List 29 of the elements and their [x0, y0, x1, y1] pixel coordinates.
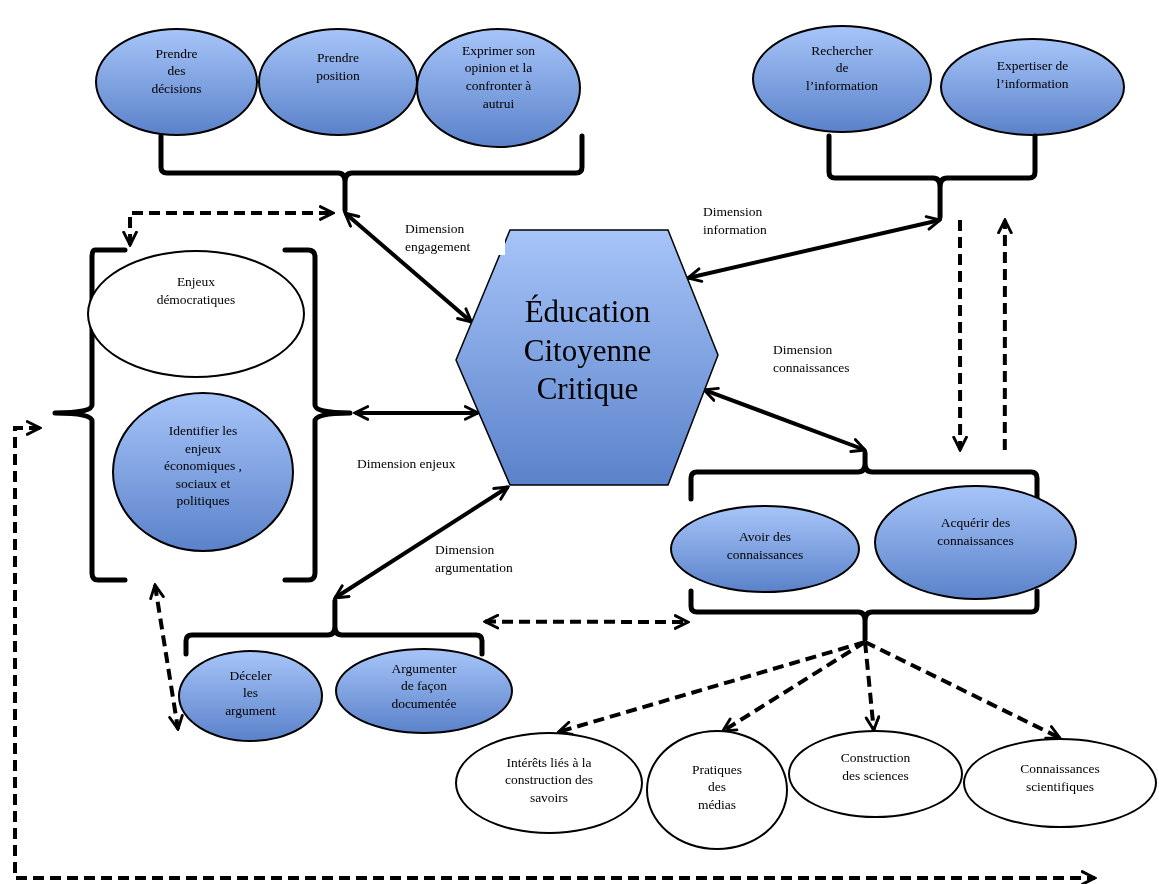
dashed-arrow	[13, 420, 1097, 884]
node-label: Connaissances scientifiques	[1019, 760, 1101, 796]
node-label: Expertiser de l’information	[995, 57, 1070, 93]
node-label: Construction des sciences	[839, 749, 912, 785]
dashed-arrow	[721, 640, 867, 733]
dashed-arrow	[863, 641, 881, 732]
arrow	[353, 405, 480, 421]
central-title: Éducation Citoyenne Critique	[522, 292, 653, 409]
arrow	[343, 211, 473, 324]
node-label: Déceler les argument	[224, 666, 277, 720]
node-label: Pratiques des médias	[691, 760, 743, 814]
node-label: Prendre des décisions	[150, 44, 203, 98]
node-label: Avoir des connaissances	[725, 528, 805, 564]
dashed-arrow	[997, 218, 1013, 450]
node-label: Acquérir des connaissances	[936, 513, 1015, 550]
node-label: Enjeux démocratiques	[155, 273, 237, 309]
dashed-arrow	[864, 640, 1062, 740]
node-label: Argumenter de façon documentée	[390, 659, 458, 713]
node-label: Exprimer son opinion et la confronter à autrui	[460, 41, 537, 113]
dashed-arrow	[149, 583, 184, 731]
dashed-arrow	[952, 220, 968, 452]
node-label: Identifier les enjeux économiques , sociaux et politiques	[164, 422, 242, 510]
node-label: Intérêts liés à la construction des savoirs	[503, 753, 595, 807]
arrow	[686, 215, 942, 283]
dashed-arrow	[122, 205, 335, 247]
arrow	[333, 485, 510, 600]
node-label: Rechercher de l’information	[806, 41, 878, 95]
node-label: Prendre position	[315, 49, 361, 85]
dashed-arrow	[483, 613, 690, 630]
